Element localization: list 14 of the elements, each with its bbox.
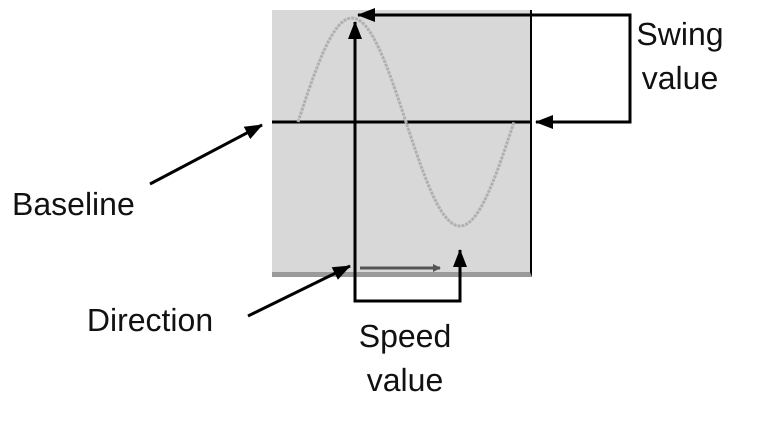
- baseline-line: [272, 120, 530, 124]
- leader-line: [535, 60, 632, 129]
- sine-wave: [296, 16, 516, 228]
- direction-label: Direction: [40, 298, 260, 342]
- wave-panel: [272, 10, 532, 277]
- leader-line: [357, 8, 632, 60]
- leader-line: [247, 264, 351, 318]
- baseline-label: Baseline: [12, 182, 192, 226]
- leader-line: [408, 249, 467, 302]
- direction-arrow: [360, 264, 441, 272]
- swing-value-label: Swing value: [620, 12, 740, 100]
- leader-line: [149, 124, 263, 186]
- leader-line: [348, 21, 408, 302]
- speed-value-label: Speed value: [330, 314, 480, 402]
